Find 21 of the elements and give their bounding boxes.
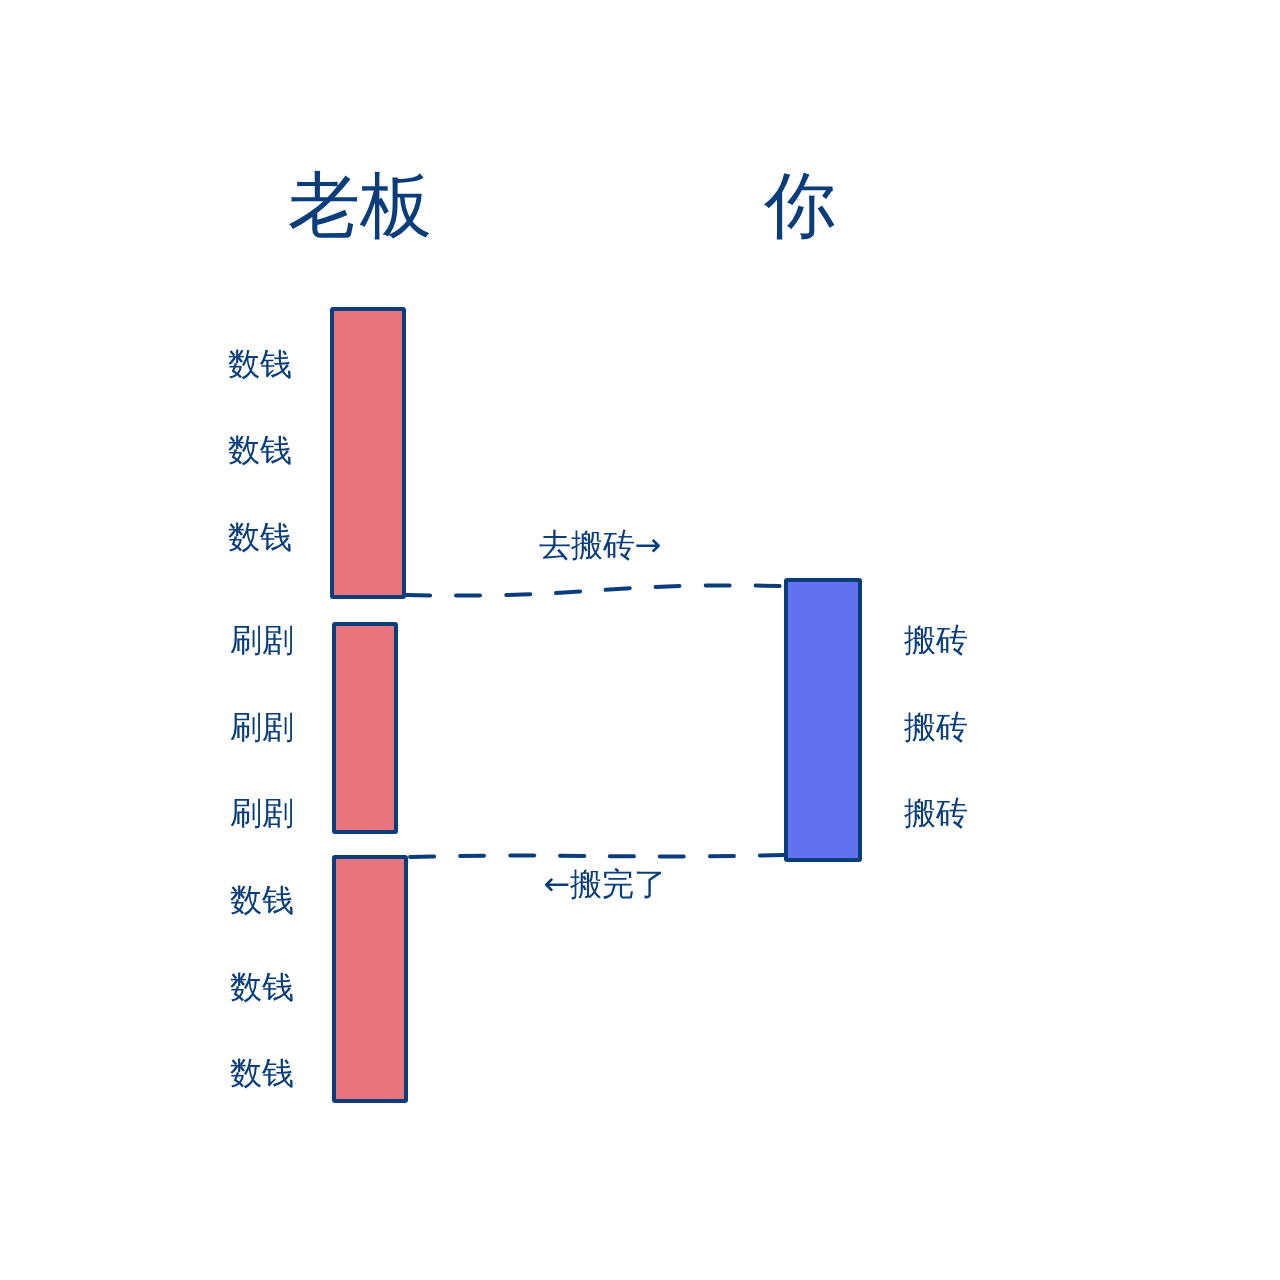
activity-text: 数钱 <box>228 348 292 380</box>
activity-text: 刷剧 <box>230 624 294 656</box>
lifeline-heading: 老板 <box>288 169 432 241</box>
activation-bar <box>332 855 408 1103</box>
activation-bar <box>330 307 406 599</box>
activity-text: 数钱 <box>228 434 292 466</box>
activity-text: 搬砖 <box>904 797 968 829</box>
edge-label: 去搬砖→ <box>538 529 662 561</box>
activity-text: 数钱 <box>230 971 294 1003</box>
edge-label: ←搬完了 <box>543 868 667 900</box>
activation-bar <box>784 578 862 862</box>
activation-bar <box>332 622 398 834</box>
activity-text: 刷剧 <box>230 797 294 829</box>
lifeline-heading: 你 <box>764 169 836 241</box>
activity-text: 数钱 <box>228 521 292 553</box>
activity-text: 搬砖 <box>904 711 968 743</box>
activity-text: 搬砖 <box>904 624 968 656</box>
activity-text: 刷剧 <box>230 711 294 743</box>
dashed-connector <box>406 853 786 859</box>
activity-text: 数钱 <box>230 884 294 916</box>
activity-text: 数钱 <box>230 1057 294 1089</box>
